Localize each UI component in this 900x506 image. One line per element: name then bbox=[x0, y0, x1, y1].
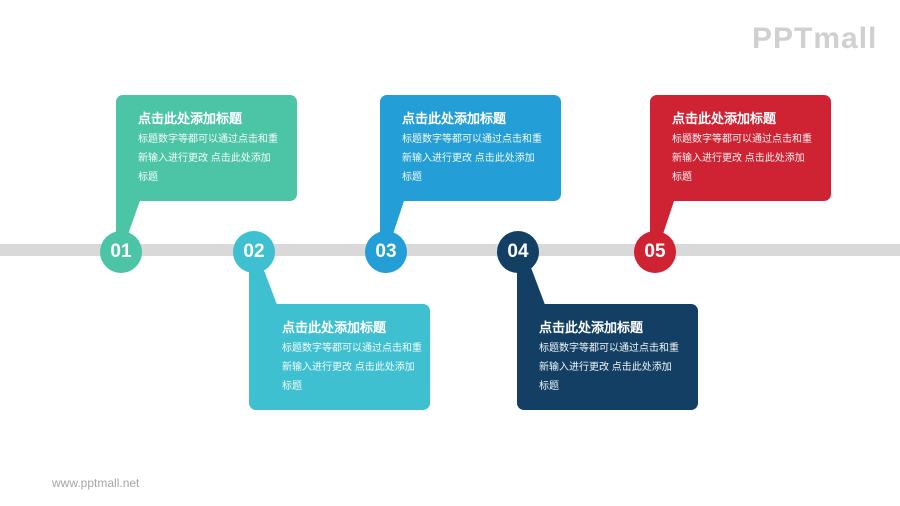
callout-title[interactable]: 点击此处添加标题 bbox=[539, 320, 644, 335]
footer-url: www.pptmall.net bbox=[52, 476, 140, 490]
callout-title[interactable]: 点击此处添加标题 bbox=[282, 320, 387, 335]
callout-box-01[interactable]: 点击此处添加标题 标题数字等都可以通过点击和重新输入进行更改 点击此处添加标题 bbox=[116, 95, 297, 201]
callout-box-04[interactable]: 点击此处添加标题 标题数字等都可以通过点击和重新输入进行更改 点击此处添加标题 bbox=[517, 304, 698, 410]
callout-body[interactable]: 标题数字等都可以通过点击和重新输入进行更改 点击此处添加标题 bbox=[539, 343, 679, 392]
callout-box-02[interactable]: 点击此处添加标题 标题数字等都可以通过点击和重新输入进行更改 点击此处添加标题 bbox=[249, 304, 430, 410]
step-marker-05: 05 bbox=[634, 231, 676, 273]
tail-05 bbox=[650, 195, 676, 240]
tail-04 bbox=[517, 265, 547, 310]
tail-03 bbox=[380, 195, 406, 240]
step-marker-02: 02 bbox=[233, 231, 275, 273]
tail-02 bbox=[249, 265, 279, 310]
callout-body[interactable]: 标题数字等都可以通过点击和重新输入进行更改 点击此处添加标题 bbox=[138, 134, 278, 183]
callout-box-05[interactable]: 点击此处添加标题 标题数字等都可以通过点击和重新输入进行更改 点击此处添加标题 bbox=[650, 95, 831, 201]
pptmall-logo: PPTmall bbox=[752, 22, 878, 55]
callout-title[interactable]: 点击此处添加标题 bbox=[138, 111, 243, 126]
callout-title[interactable]: 点击此处添加标题 bbox=[402, 111, 507, 126]
step-marker-04: 04 bbox=[497, 231, 539, 273]
callout-title[interactable]: 点击此处添加标题 bbox=[672, 111, 777, 126]
step-marker-01: 01 bbox=[100, 231, 142, 273]
callout-body[interactable]: 标题数字等都可以通过点击和重新输入进行更改 点击此处添加标题 bbox=[672, 134, 812, 183]
tail-01 bbox=[116, 195, 142, 240]
callout-box-03[interactable]: 点击此处添加标题 标题数字等都可以通过点击和重新输入进行更改 点击此处添加标题 bbox=[380, 95, 561, 201]
callout-body[interactable]: 标题数字等都可以通过点击和重新输入进行更改 点击此处添加标题 bbox=[402, 134, 542, 183]
callout-body[interactable]: 标题数字等都可以通过点击和重新输入进行更改 点击此处添加标题 bbox=[282, 343, 422, 392]
step-marker-03: 03 bbox=[365, 231, 407, 273]
